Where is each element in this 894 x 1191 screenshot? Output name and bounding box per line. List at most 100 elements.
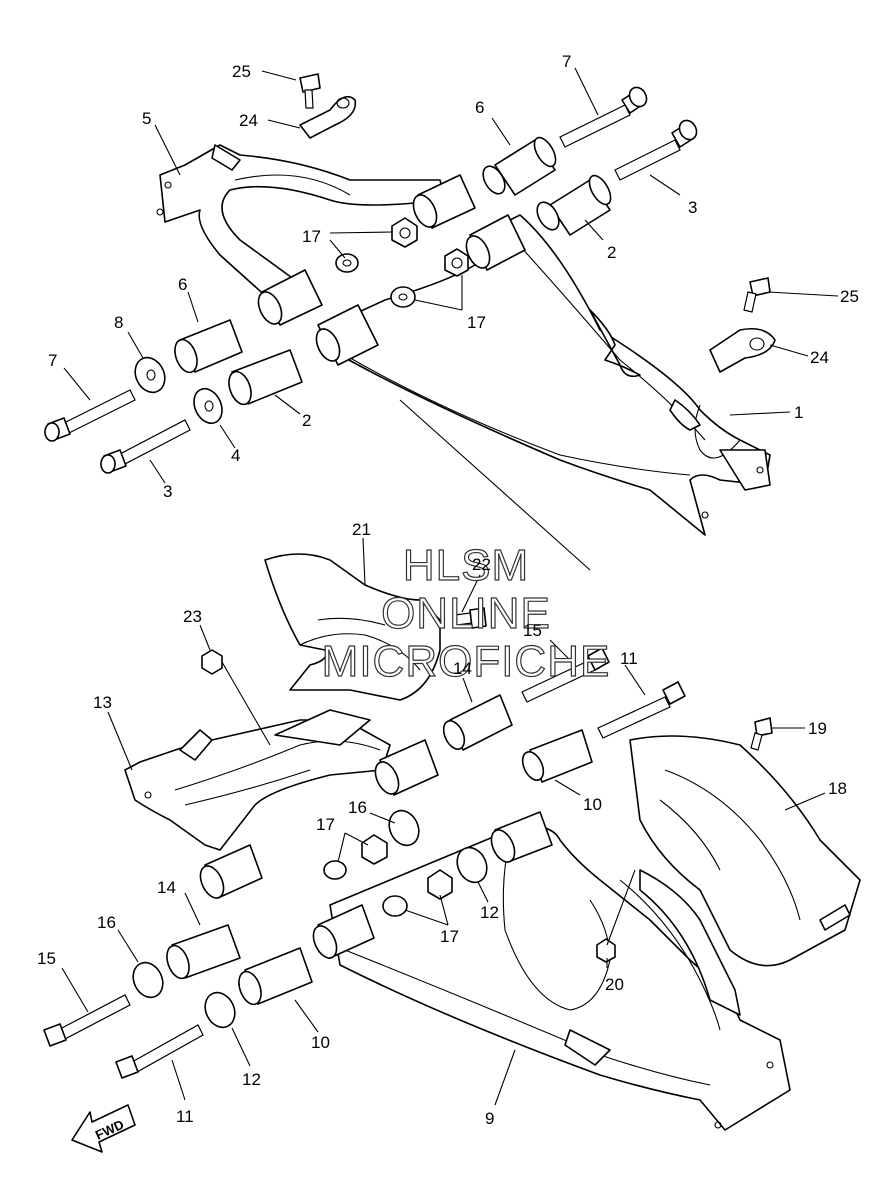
- fwd-arrow-icon: FWD: [71, 1104, 136, 1153]
- callout-10: 10: [311, 1033, 330, 1052]
- callout-10: 10: [583, 795, 602, 814]
- callout-labels: 25 24 5 7 6 3 2 17 17 25 24 6 8 7 2 1 4 …: [37, 52, 859, 1128]
- callout-18: 18: [828, 779, 847, 798]
- callout-25: 25: [232, 62, 251, 81]
- callout-14: 14: [453, 659, 472, 678]
- part-18-guard[interactable]: [629, 735, 861, 967]
- lower-bushing-sleeve-a[interactable]: [371, 739, 439, 798]
- part-17-washer-c[interactable]: [323, 860, 347, 880]
- part-7-bolt-left[interactable]: [44, 389, 136, 442]
- part-2-upper[interactable]: [533, 172, 615, 236]
- part-23-nut[interactable]: [201, 649, 223, 675]
- part-15-bolt-upper[interactable]: [521, 647, 610, 703]
- part-10-bushing-upper[interactable]: [519, 729, 593, 783]
- part-3-bolt-left[interactable]: [100, 419, 191, 474]
- callout-17: 17: [316, 815, 335, 834]
- callout-12: 12: [480, 903, 499, 922]
- callout-24: 24: [810, 348, 829, 367]
- part-6-upper[interactable]: [479, 134, 560, 197]
- part-4-washer[interactable]: [189, 384, 228, 428]
- bushing-upper-rear[interactable]: [409, 174, 476, 231]
- part-6-left[interactable]: [171, 319, 243, 375]
- part-11-bolt-upper[interactable]: [597, 681, 686, 739]
- callout-2: 2: [607, 243, 616, 262]
- callout-25: 25: [840, 287, 859, 306]
- part-17-washer-d[interactable]: [382, 895, 408, 917]
- part-25-bolt-upper[interactable]: [299, 73, 321, 109]
- part-10-bushing-lower[interactable]: [235, 947, 313, 1007]
- part-16-washer-upper[interactable]: [384, 806, 425, 850]
- bushing-lower-front-arm1[interactable]: [312, 304, 379, 366]
- part-12-washer-upper[interactable]: [452, 843, 493, 887]
- part-17-washer-b[interactable]: [390, 286, 416, 308]
- part-8-washer[interactable]: [130, 353, 171, 397]
- callout-1: 1: [794, 403, 803, 422]
- callout-11: 11: [176, 1107, 194, 1126]
- callout-7: 7: [562, 52, 571, 71]
- part-17-nut-d[interactable]: [427, 869, 453, 900]
- part-12-washer-lower[interactable]: [200, 988, 241, 1032]
- callout-23: 23: [183, 607, 202, 626]
- part-19-bolt[interactable]: [750, 717, 773, 751]
- callout-17: 17: [467, 313, 486, 332]
- part-17-nut-c[interactable]: [361, 834, 388, 865]
- lower-bushing-sleeve-b[interactable]: [196, 844, 263, 902]
- part-14-bushing-upper[interactable]: [440, 694, 513, 752]
- callout-6: 6: [178, 275, 187, 294]
- watermark-line2: ONLINE: [381, 589, 551, 638]
- callout-12: 12: [242, 1070, 261, 1089]
- callout-15: 15: [37, 949, 56, 968]
- part-11-bolt-lower[interactable]: [115, 1024, 204, 1079]
- part-22-bolt[interactable]: [454, 607, 487, 629]
- callout-2: 2: [302, 411, 311, 430]
- callout-9: 9: [485, 1109, 494, 1128]
- part-21-guard[interactable]: [264, 553, 441, 701]
- part-20-nut[interactable]: [596, 938, 616, 963]
- leader-lines-lower: [61, 537, 826, 1106]
- part-24-bracket-upper[interactable]: [299, 95, 357, 139]
- callout-19: 19: [808, 719, 827, 738]
- callout-15: 15: [523, 621, 542, 640]
- upper-arm[interactable]: [319, 214, 771, 536]
- part-3-bolt-upper[interactable]: [614, 117, 700, 181]
- part-14-bushing-lower[interactable]: [163, 924, 241, 981]
- callout-4: 4: [231, 446, 240, 465]
- callout-22: 22: [472, 555, 491, 574]
- callout-21: 21: [352, 520, 371, 539]
- part-2-left[interactable]: [225, 349, 303, 407]
- callout-5: 5: [142, 109, 151, 128]
- leader-lines-upper: [63, 67, 839, 571]
- part-17-nut-b[interactable]: [444, 248, 469, 277]
- watermark-line3: MICROFICHE: [322, 637, 611, 686]
- callout-16: 16: [348, 798, 367, 817]
- callout-24: 24: [239, 111, 258, 130]
- callout-13: 13: [93, 693, 112, 712]
- callout-17: 17: [440, 927, 459, 946]
- watermark: HLSM ONLINE MICROFICHE: [321, 540, 611, 686]
- callout-3: 3: [163, 482, 172, 501]
- callout-17: 17: [302, 227, 321, 246]
- part-13-lower-front-arm[interactable]: [124, 709, 391, 851]
- lower-bushing-sleeve-c[interactable]: [487, 811, 553, 866]
- watermark-line1: HLSM: [403, 541, 529, 590]
- part-7-bolt-upper[interactable]: [559, 84, 650, 148]
- bushing-upper-front[interactable]: [254, 269, 323, 328]
- bushing-lower-rear-arm1[interactable]: [462, 214, 526, 272]
- part-17-washer-a[interactable]: [335, 253, 359, 273]
- callout-7: 7: [48, 351, 57, 370]
- callout-14: 14: [157, 878, 176, 897]
- part-17-nut-a[interactable]: [391, 217, 418, 248]
- callout-11: 11: [620, 649, 638, 668]
- part-25-bolt-right[interactable]: [743, 277, 771, 313]
- part-9-lower-rear-arm[interactable]: [329, 825, 791, 1131]
- lower-bushing-sleeve-d[interactable]: [309, 904, 375, 962]
- upper-front-arm[interactable]: [156, 144, 446, 301]
- part-16-washer-lower[interactable]: [128, 958, 169, 1002]
- callout-6: 6: [475, 98, 484, 117]
- part-15-bolt-lower[interactable]: [43, 994, 131, 1047]
- callout-8: 8: [114, 313, 123, 332]
- part-24-bracket-right[interactable]: [709, 327, 776, 373]
- callout-20: 20: [605, 975, 624, 994]
- callout-3: 3: [688, 198, 697, 217]
